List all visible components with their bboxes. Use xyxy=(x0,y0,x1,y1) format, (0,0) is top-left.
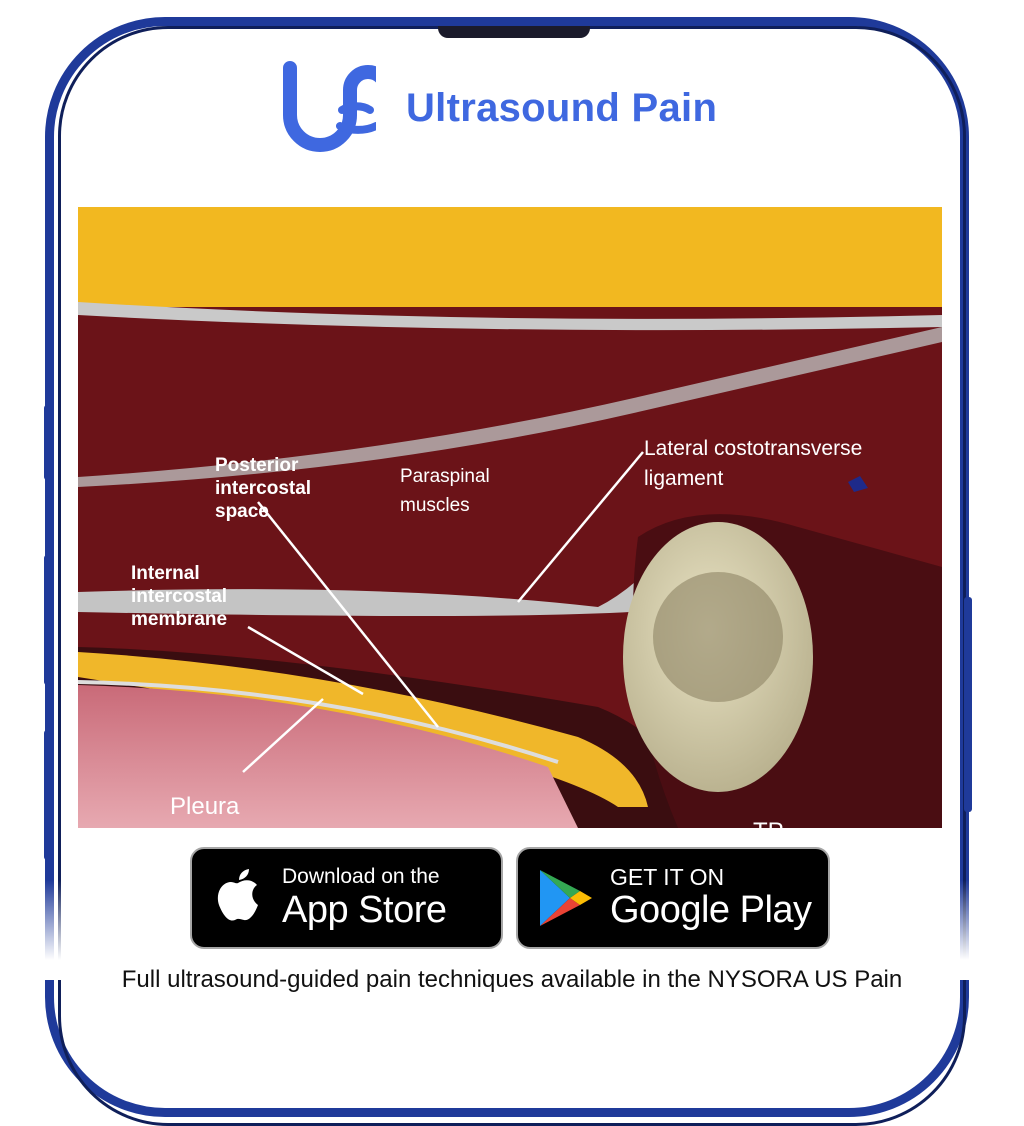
anatomy-illustration: Posterior intercostal space Internal int… xyxy=(78,207,942,828)
apple-icon xyxy=(217,869,258,921)
label-posterior-intercostal-space: space xyxy=(215,501,269,522)
bottom-fade xyxy=(30,880,994,980)
label-pleura: Pleura xyxy=(170,793,240,820)
google-play-big-text: Google Play xyxy=(610,889,812,931)
google-play-button[interactable]: GET IT ON Google Play xyxy=(516,847,830,949)
fat-layer xyxy=(78,207,942,307)
us-logo-icon xyxy=(283,61,376,152)
label-tp: TP xyxy=(753,818,784,828)
label-paraspinal-muscles: muscles xyxy=(400,495,470,516)
google-play-icon xyxy=(540,870,592,926)
label-lateral-costotransverse-ligament: Lateral costotransverse xyxy=(644,437,862,460)
phone-side-button xyxy=(44,555,52,685)
google-play-small-text: GET IT ON xyxy=(610,864,725,890)
label-posterior-intercostal-space: Posterior xyxy=(215,455,299,476)
label-internal-intercostal-membrane: intercostal xyxy=(131,586,227,607)
phone-notch xyxy=(438,26,590,38)
label-internal-intercostal-membrane: Internal xyxy=(131,563,200,584)
lung xyxy=(78,685,578,828)
label-paraspinal-muscles: Paraspinal xyxy=(400,466,490,487)
label-lateral-costotransverse-ligament: ligament xyxy=(644,467,724,490)
phone-side-button xyxy=(964,597,972,812)
app-store-big-text: App Store xyxy=(282,889,447,931)
label-internal-intercostal-membrane: membrane xyxy=(131,609,227,630)
app-store-button[interactable]: Download on the App Store xyxy=(190,847,503,949)
phone-side-button xyxy=(44,730,52,860)
brand-name: Ultrasound Pain xyxy=(406,85,718,130)
phone-side-button xyxy=(44,405,52,480)
label-posterior-intercostal-space: intercostal xyxy=(215,478,311,499)
brand-logo: Ultrasound Pain xyxy=(276,60,717,156)
app-store-small-text: Download on the xyxy=(282,865,440,888)
caption: Full ultrasound-guided pain techniques a… xyxy=(121,966,903,993)
